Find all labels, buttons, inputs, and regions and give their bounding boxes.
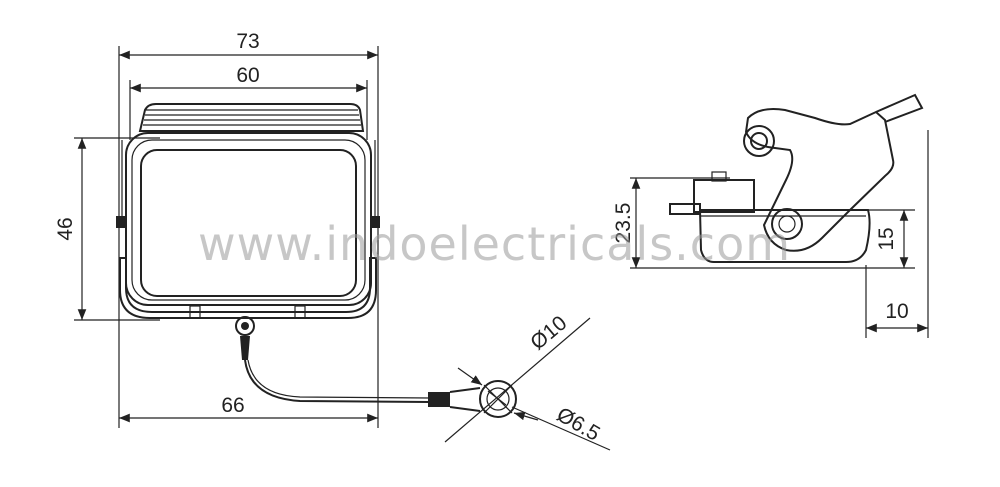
dim-label-d10: Ø10 [526,311,571,354]
dim-label-66: 66 [221,394,244,417]
crimp-sleeve [428,392,450,407]
heat-sink [138,103,365,132]
front-view [74,46,611,451]
dim-label-23-5: 23.5 [612,203,635,244]
dim-label-73: 73 [236,30,259,53]
dim-label-60: 60 [236,64,259,87]
dim-label-d6-5: Ø6.5 [553,403,604,446]
side-view [630,93,929,338]
lamp-housing [125,132,372,306]
lamp-lens [140,149,357,297]
dim-label-15: 15 [875,227,898,250]
power-cable [244,359,431,403]
dim-label-10: 10 [885,300,908,323]
connector-block [693,179,755,213]
pivot-knob-left [116,216,126,228]
lamp-arm [744,108,895,252]
watermark: www.indoelectricals.com [198,217,791,271]
cable-gland [235,316,255,360]
lamp-base [698,209,871,263]
dim-label-46: 46 [54,217,77,240]
